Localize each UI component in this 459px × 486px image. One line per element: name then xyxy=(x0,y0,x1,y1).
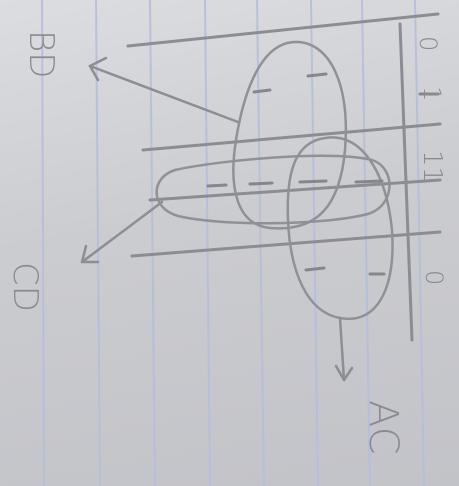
cell-mark xyxy=(300,181,326,182)
cell-mark xyxy=(308,74,326,76)
cell-mark xyxy=(208,185,226,186)
cell-mark xyxy=(306,268,324,270)
ruled-line xyxy=(150,0,155,486)
ruled-line xyxy=(415,0,424,486)
arrow-to-ac xyxy=(340,318,344,380)
row-label-1: 1 xyxy=(418,86,446,101)
label-cd: CD xyxy=(5,262,45,312)
grid-line xyxy=(143,124,440,150)
grid-line xyxy=(132,232,440,256)
row-label-0b: 0 xyxy=(420,270,448,285)
label-ac: AC xyxy=(360,400,406,455)
grid-line-top xyxy=(128,14,438,46)
ruled-line xyxy=(96,0,100,486)
group-loop-ac xyxy=(288,137,393,319)
cell-mark xyxy=(356,181,382,182)
grid-line xyxy=(150,180,440,200)
cell-mark xyxy=(250,183,272,184)
arrows xyxy=(82,58,352,380)
ruled-line xyxy=(257,0,264,486)
arrow-to-cd xyxy=(82,202,162,262)
ruled-line xyxy=(205,0,210,486)
groupings xyxy=(157,42,393,319)
label-bd: BD xyxy=(21,30,61,78)
arrow-to-bd xyxy=(90,66,238,122)
row-label-11: 11 xyxy=(417,150,447,183)
pencil-grid xyxy=(128,14,440,340)
row-label-0: 0 xyxy=(414,36,442,51)
cell-mark xyxy=(254,90,270,92)
group-loop-cd xyxy=(157,156,390,223)
